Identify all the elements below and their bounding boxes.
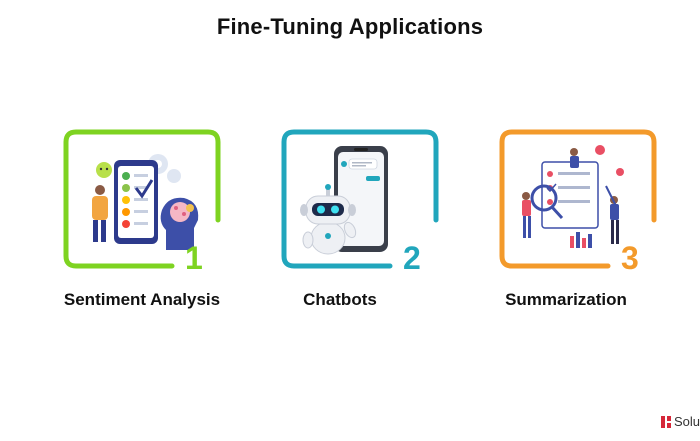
card-frame <box>63 129 221 269</box>
brand-text: Solu <box>673 414 700 429</box>
card-chatbots: 2 <box>280 128 440 274</box>
card-frame <box>499 129 657 269</box>
sentiment-analysis-illustration <box>92 154 199 250</box>
chatbot-robot-illustration <box>300 146 388 255</box>
card-number: 2 <box>403 240 421 276</box>
summarization-checklist-illustration <box>522 145 624 248</box>
card-summarization: 3 <box>498 128 658 274</box>
page-title: Fine-Tuning Applications <box>216 14 484 39</box>
brand-watermark: Solu <box>660 414 700 429</box>
card-number: 1 <box>185 240 203 276</box>
card-sentiment-analysis: 1 <box>62 128 222 274</box>
card-frame <box>281 129 439 269</box>
card-label-summarization: Summarization <box>505 290 627 309</box>
brand-logo-icon <box>660 415 671 428</box>
card-number: 3 <box>621 240 639 276</box>
card-label-chatbots: Chatbots <box>303 290 377 309</box>
card-label-sentiment-analysis: Sentiment Analysis <box>63 290 221 309</box>
